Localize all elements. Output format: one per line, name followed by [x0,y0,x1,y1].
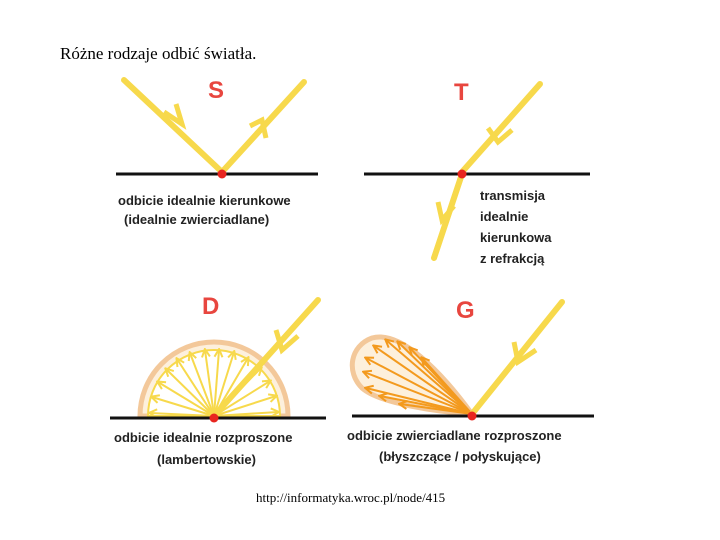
panel-g-letter: G [456,297,475,324]
panel-d-letter: D [202,293,219,320]
panel-g-ray [364,372,473,415]
panel-t-caption-line1: transmisja [480,188,546,203]
panel-d-ray [205,350,215,417]
panel-d-caption-line2: (lambertowskie) [157,452,256,467]
panel-d-ray [190,353,215,417]
panel-g-caption-line1: odbicie zwierciadlane rozproszone [347,428,562,443]
panel-t-caption-line2: idealnie [480,209,528,224]
panel-d-caption-line1: odbicie idealnie rozproszone [114,430,292,445]
panel-s-incident-chevron [162,103,187,130]
panel-t-refracted-chevron [435,201,456,226]
panel-t-incident-chevron [485,126,514,146]
panel-d-ray [213,350,219,417]
panel-d-ray [177,359,215,417]
panel-d-ray [150,413,215,416]
panel-t-caption-line3: kierunkowa [480,230,552,245]
panel-d-ray [213,412,278,416]
panel-d-ray [213,396,276,417]
panel-t-incident-ray [459,81,543,175]
panel-d-incident-chevron [273,329,300,355]
panel-g: G odbicie zwierciadlane rozproszone (bły… [347,297,594,464]
panel-d-ray [152,397,215,417]
panel-g-scattered-rays [364,340,473,415]
panel-d-ray [213,381,270,417]
panel-s-incident-ray [121,77,225,175]
panel-s-reflected-chevron [248,116,269,139]
panel-t: T transmisja idealnie kierunkowa z refra… [364,79,590,266]
panel-s-caption-line2: (idealnie zwierciadlane) [124,212,269,227]
panel-t-caption-line4: z refrakcją [480,251,545,266]
panel-s-letter: S [208,77,224,104]
panel-d: D odbicie idealnie rozproszone (lamberto… [110,293,326,467]
page-title: Różne rodzaje odbić światła. [60,44,257,63]
panel-g-incident-chevron [511,341,538,367]
source-url: http://informatyka.wroc.pl/node/415 [256,490,446,505]
panel-s: S odbicie idealnie kierunkowe (idealnie … [116,77,318,227]
panel-d-ray [158,382,215,417]
panel-s-caption-line1: odbicie idealnie kierunkowe [118,193,291,208]
panel-d-ray [213,352,234,417]
panel-s-hit-point [217,169,227,179]
panel-g-ray [366,358,473,415]
panel-g-ray [386,340,473,415]
panel-t-letter: T [454,79,469,106]
panel-g-ray [422,358,473,415]
panel-g-hit-point [467,411,477,421]
panel-d-ray [166,369,215,417]
panel-g-caption-line2: (błyszczące / połyskujące) [379,449,541,464]
panel-t-hit-point [457,169,467,179]
panel-g-ray [400,404,473,415]
panel-d-incident-ray [211,297,321,419]
panel-g-ray [374,346,473,415]
panel-d-hit-point [209,413,219,423]
